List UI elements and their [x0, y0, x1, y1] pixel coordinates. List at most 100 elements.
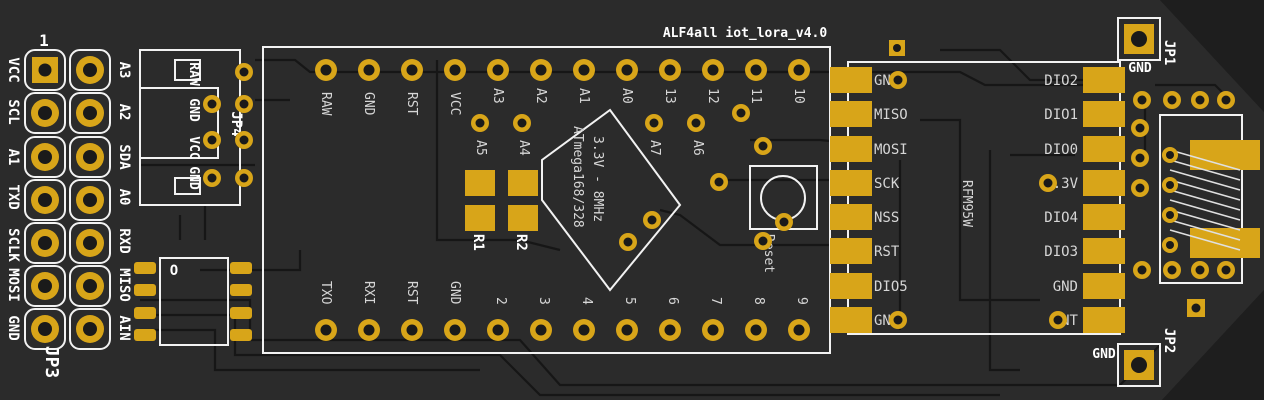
arduino-pad-bottom-11 [788, 319, 810, 341]
arduino-bottom-label-11: 9 [794, 297, 809, 305]
jp1-ref: JP1 [1161, 40, 1177, 65]
rfm-pad-right-7 [1083, 307, 1125, 333]
jp3-right-label-6: AIN [116, 315, 132, 340]
jp3-frame-left-1 [24, 92, 66, 134]
arduino-inner-label-a4: A4 [516, 140, 531, 156]
arduino-pad-inner-8 [619, 233, 637, 251]
rfm-right-label-2: DIO0 [1044, 142, 1078, 158]
arduino-pad-top-7-hole [621, 64, 633, 76]
jp4-inner-1 [139, 87, 219, 159]
antenna-square-pad [1187, 299, 1205, 317]
rfm-via-33v-hole [1043, 178, 1053, 188]
arduino-pad-inner-10-hole [779, 217, 789, 227]
arduino-pad-bottom-5-hole [535, 324, 547, 336]
jp4-pad-right-3 [235, 169, 253, 187]
arduino-top-label-4: A3 [490, 88, 505, 104]
arduino-pad-top-8-hole [664, 64, 676, 76]
jp3-right-label-5: MISO [116, 268, 132, 302]
jp3-ref-label: JP3 [41, 346, 62, 379]
jp3-pad-right-0-hole [83, 63, 97, 77]
jp3-pad-right-1-hole [83, 106, 97, 120]
arduino-pad-inner-9-hole [758, 236, 768, 246]
small-ic-pad-left-3 [134, 329, 156, 341]
antenna-pad-bottom-0-hole [1137, 265, 1147, 275]
small-ic-pad-right-2 [230, 307, 252, 319]
jp3-left-label-6: GND [5, 315, 21, 340]
arduino-pad-top-2-hole [406, 64, 418, 76]
jp3-frame-right-2 [69, 136, 111, 178]
arduino-pad-bottom-10-hole [750, 324, 762, 336]
antenna-pad-mid-3 [1162, 237, 1178, 253]
jp2-gnd-label: GND [1092, 347, 1116, 362]
antenna-hatch-line-3 [1169, 179, 1241, 201]
arduino-pad-inner-1 [513, 114, 531, 132]
jp2-hole [1131, 357, 1147, 373]
small-ic-pad-right-1 [230, 284, 252, 296]
rfm-left-label-3: SCK [874, 176, 900, 192]
rfm-pad-right-0 [1083, 67, 1125, 93]
antenna-pad-mid-1-hole [1166, 181, 1174, 189]
arduino-pad-inner-0-hole [475, 118, 485, 128]
rfm-left-label-6: DIO5 [874, 279, 908, 295]
jp3-pad-left-4 [31, 229, 59, 257]
antenna-hatch-line-1 [1169, 159, 1241, 181]
arduino-pad-top-11 [788, 59, 810, 81]
arduino-pad-top-8 [659, 59, 681, 81]
arduino-pad-inner-6 [710, 173, 728, 191]
antenna-pad-left-1-hole [1135, 153, 1145, 163]
jp3-pad-left-6-hole [38, 322, 52, 336]
rfm-via-gnd-top-hole [893, 75, 903, 85]
jp4-pad-left-1-hole [207, 99, 217, 109]
antenna-hatch-line-8 [1169, 229, 1241, 251]
arduino-pad-bottom-10 [745, 319, 767, 341]
arduino-pad-inner-0 [471, 114, 489, 132]
atmega-line-1: 3.3V - 8MHz [590, 136, 605, 222]
arduino-top-label-0: RAW [318, 92, 333, 116]
rfm-pad-right-2 [1083, 136, 1125, 162]
arduino-top-label-8: 13 [662, 88, 677, 104]
jp4-pad-right-0 [235, 63, 253, 81]
antenna-pads [1131, 91, 1235, 317]
antenna-pad-mid-2-hole [1166, 211, 1174, 219]
arduino-pad-top-11-hole [793, 64, 805, 76]
arduino-pad-top-2 [401, 59, 423, 81]
antenna-hatch-line-0 [1169, 149, 1241, 171]
arduino-pad-top-4-hole [492, 64, 504, 76]
rfm-outline [847, 61, 1121, 335]
jp2-ref: JP2 [1161, 328, 1177, 353]
arduino-pad-inner-6-hole [714, 177, 724, 187]
r2-label: R2 [513, 234, 529, 251]
arduino-pad-inner-3 [687, 114, 705, 132]
board-edge-corner-top [1160, 0, 1264, 112]
jp4-ref-label: JP4 [228, 111, 244, 136]
r2-pad-top [508, 170, 538, 196]
jp4-pad-right-1-hole [239, 99, 249, 109]
jp3-frame-right-6 [69, 308, 111, 350]
antenna-pad-left-0-hole [1135, 123, 1145, 133]
jp3-pad-left-0 [32, 57, 58, 83]
antenna-hatch-line-4 [1169, 189, 1241, 211]
jp3-pad-left-6 [31, 315, 59, 343]
arduino-bottom-label-5: 3 [536, 297, 551, 305]
small-ic-pad-right-0 [230, 262, 252, 274]
rfm-pad-right-4 [1083, 204, 1125, 230]
antenna-pad-bottom [1190, 228, 1260, 258]
jp3-frame-left-2 [24, 136, 66, 178]
jp4-pad-left-1 [203, 95, 221, 113]
antenna-hatch-line-7 [1169, 219, 1241, 241]
arduino-top-labels: RAW GND RST VCC A3 A2 A1 A0 13 12 11 10 [318, 88, 806, 116]
jp3-pad-left-4-hole [38, 236, 52, 250]
antenna-pad-bottom-1-hole [1167, 265, 1177, 275]
arduino-pad-top-3-hole [449, 64, 461, 76]
jp3-right-label-4: RXD [116, 228, 132, 253]
jp3-pad-left-0-hole [38, 63, 52, 77]
jp3-frame-left-6 [24, 308, 66, 350]
arduino-bottom-label-4: 2 [493, 297, 508, 305]
arduino-pad-top-1 [358, 59, 380, 81]
antenna-pad-top-3 [1217, 91, 1235, 109]
arduino-pad-inner-3-hole [691, 118, 701, 128]
jp3-pad-right-3-hole [83, 193, 97, 207]
jp3-right-label-1: A2 [116, 104, 132, 121]
rfm-pad-left-0 [830, 67, 872, 93]
